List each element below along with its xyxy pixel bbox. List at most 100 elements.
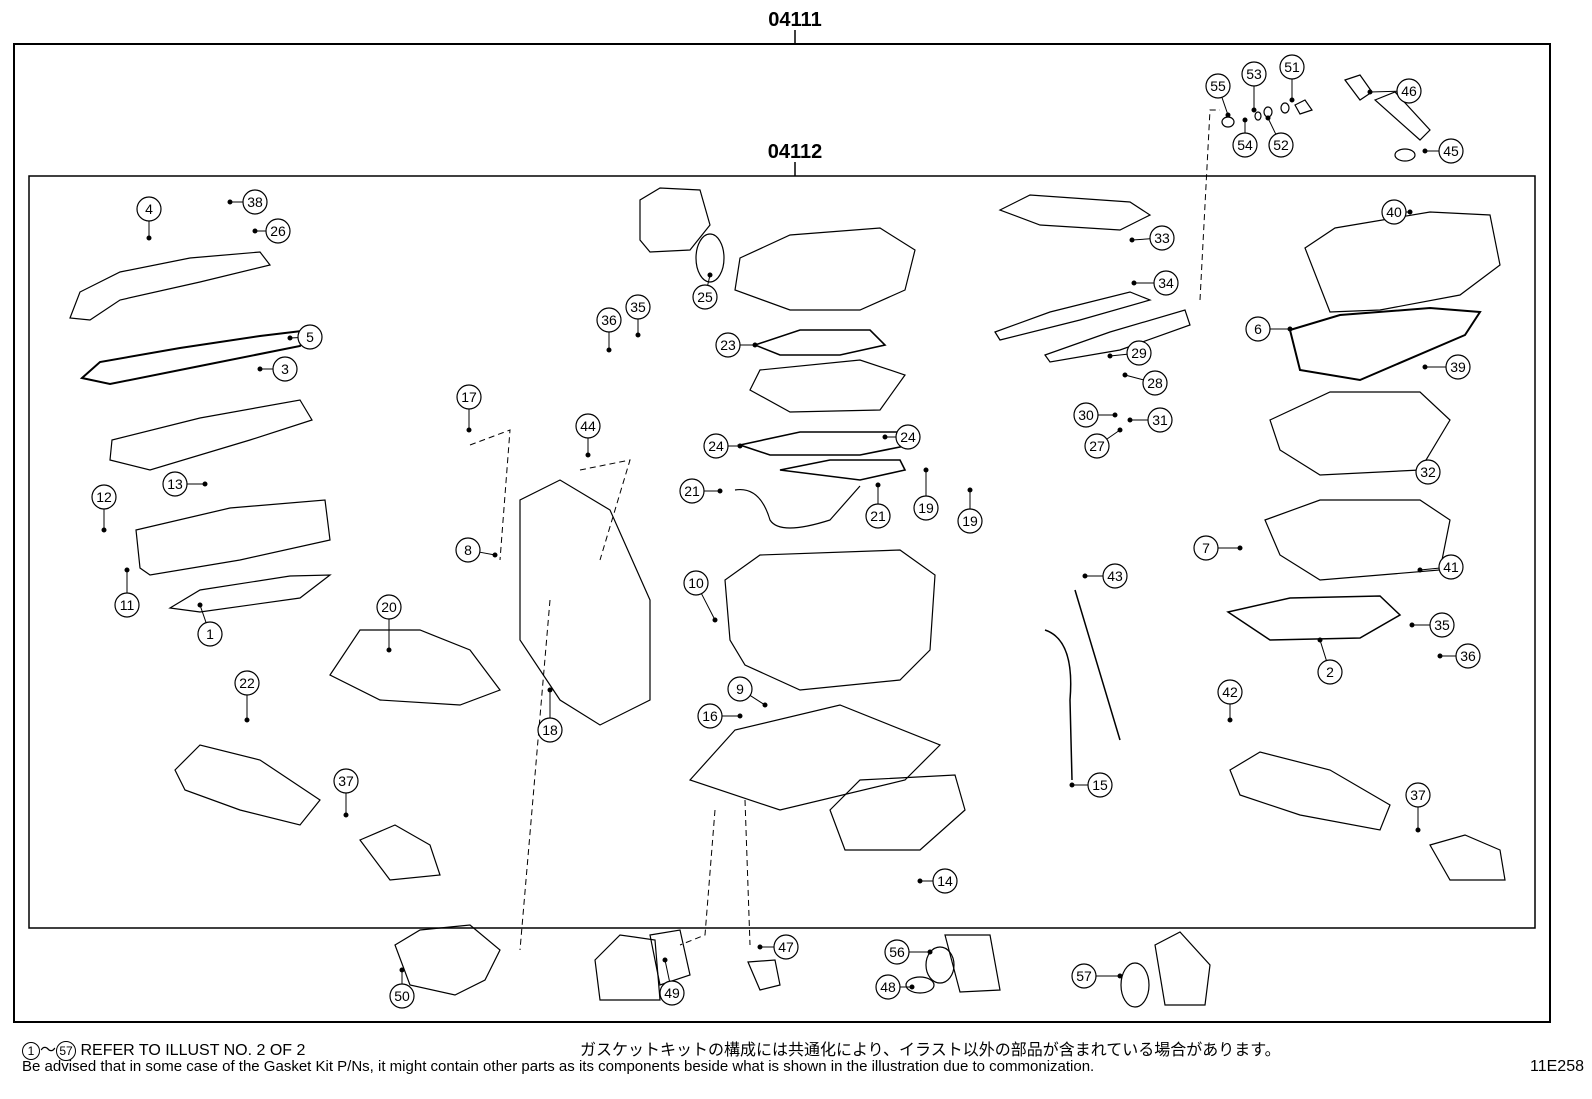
callout-52[interactable]: 52: [1268, 132, 1294, 158]
callout-number: 55: [1210, 78, 1226, 94]
callout-44[interactable]: 44: [575, 413, 601, 439]
leader-line-33: [1131, 238, 1151, 241]
leader-end-30: [1112, 412, 1118, 418]
callout-51[interactable]: 51: [1279, 54, 1305, 80]
callout-39[interactable]: 39: [1445, 354, 1471, 380]
callout-19[interactable]: 19: [913, 495, 939, 521]
callout-number: 8: [464, 542, 472, 558]
callout-37[interactable]: 37: [333, 768, 359, 794]
callout-11[interactable]: 11: [114, 592, 140, 618]
leader-end-6: [1287, 326, 1293, 332]
callout-17[interactable]: 17: [456, 384, 482, 410]
callout-circle: [895, 424, 921, 450]
callout-25[interactable]: 25: [692, 284, 718, 310]
callout-40[interactable]: 40: [1381, 199, 1407, 225]
callout-number: 35: [1434, 617, 1450, 633]
callout-circle: [234, 670, 260, 696]
callout-42[interactable]: 42: [1217, 679, 1243, 705]
callout-1[interactable]: 1: [197, 621, 223, 647]
callout-27[interactable]: 27: [1084, 433, 1110, 459]
leader-end-57: [1117, 973, 1123, 979]
callout-7[interactable]: 7: [1193, 535, 1219, 561]
callout-38[interactable]: 38: [242, 189, 268, 215]
callout-50[interactable]: 50: [389, 983, 415, 1009]
callout-26[interactable]: 26: [265, 218, 291, 244]
callout-circle: [692, 284, 718, 310]
callout-29[interactable]: 29: [1126, 340, 1152, 366]
leader-end-12: [101, 527, 107, 533]
callout-28[interactable]: 28: [1142, 370, 1168, 396]
callout-number: 36: [601, 312, 617, 328]
callout-37[interactable]: 37: [1405, 782, 1431, 808]
callout-number: 51: [1284, 59, 1300, 75]
callout-20[interactable]: 20: [376, 594, 402, 620]
callout-19[interactable]: 19: [957, 508, 983, 534]
callout-10[interactable]: 10: [683, 570, 709, 596]
callout-circle: [1317, 659, 1343, 685]
callout-48[interactable]: 48: [875, 974, 901, 1000]
callout-53[interactable]: 53: [1241, 61, 1267, 87]
callout-circle: [1396, 78, 1422, 104]
callout-8[interactable]: 8: [455, 537, 481, 563]
callout-36[interactable]: 36: [596, 307, 622, 333]
callout-56[interactable]: 56: [884, 939, 910, 965]
callout-35[interactable]: 35: [1429, 612, 1455, 638]
callout-49[interactable]: 49: [659, 980, 685, 1006]
callout-57[interactable]: 57: [1071, 963, 1097, 989]
callout-number: 21: [684, 483, 700, 499]
leader-line-52: [1267, 117, 1277, 135]
callout-16[interactable]: 16: [697, 703, 723, 729]
callout-number: 37: [1410, 787, 1426, 803]
callout-6[interactable]: 6: [1245, 316, 1271, 342]
callout-43[interactable]: 43: [1102, 563, 1128, 589]
callout-46[interactable]: 46: [1396, 78, 1422, 104]
callout-circle: [1232, 132, 1258, 158]
callout-2[interactable]: 2: [1317, 659, 1343, 685]
callout-55[interactable]: 55: [1205, 73, 1231, 99]
callout-36[interactable]: 36: [1455, 643, 1481, 669]
leader-end-37: [1415, 827, 1421, 833]
callout-circle: [1438, 554, 1464, 580]
callout-12[interactable]: 12: [91, 484, 117, 510]
callout-32[interactable]: 32: [1415, 459, 1441, 485]
callout-circle: [727, 676, 753, 702]
leader-end-8: [492, 552, 498, 558]
callout-number: 47: [778, 939, 794, 955]
callout-number: 4: [145, 201, 153, 217]
callout-33[interactable]: 33: [1149, 225, 1175, 251]
callout-23[interactable]: 23: [715, 332, 741, 358]
leader-end-24: [882, 434, 888, 440]
callout-number: 38: [247, 194, 263, 210]
callout-31[interactable]: 31: [1147, 407, 1173, 433]
callout-24[interactable]: 24: [703, 433, 729, 459]
leader-line-10: [701, 593, 716, 621]
callout-21[interactable]: 21: [865, 503, 891, 529]
callout-number: 32: [1420, 464, 1436, 480]
callout-47[interactable]: 47: [773, 934, 799, 960]
callout-54[interactable]: 54: [1232, 132, 1258, 158]
callout-4[interactable]: 4: [136, 196, 162, 222]
callout-number: 3: [281, 361, 289, 377]
callout-5[interactable]: 5: [297, 324, 323, 350]
callout-18[interactable]: 18: [537, 717, 563, 743]
leader-end-34: [1131, 280, 1137, 286]
callout-21[interactable]: 21: [679, 478, 705, 504]
callout-number: 12: [96, 489, 112, 505]
callout-35[interactable]: 35: [625, 294, 651, 320]
callout-13[interactable]: 13: [162, 471, 188, 497]
callout-circle: [683, 570, 709, 596]
callout-circle: [197, 621, 223, 647]
callout-circle: [715, 332, 741, 358]
callout-9[interactable]: 9: [727, 676, 753, 702]
callout-15[interactable]: 15: [1087, 772, 1113, 798]
callout-22[interactable]: 22: [234, 670, 260, 696]
callout-41[interactable]: 41: [1438, 554, 1464, 580]
callout-30[interactable]: 30: [1073, 402, 1099, 428]
callout-24[interactable]: 24: [895, 424, 921, 450]
callout-34[interactable]: 34: [1153, 270, 1179, 296]
callout-circle: [1381, 199, 1407, 225]
callout-3[interactable]: 3: [272, 356, 298, 382]
callout-14[interactable]: 14: [932, 868, 958, 894]
callout-circle: [333, 768, 359, 794]
callout-45[interactable]: 45: [1438, 138, 1464, 164]
